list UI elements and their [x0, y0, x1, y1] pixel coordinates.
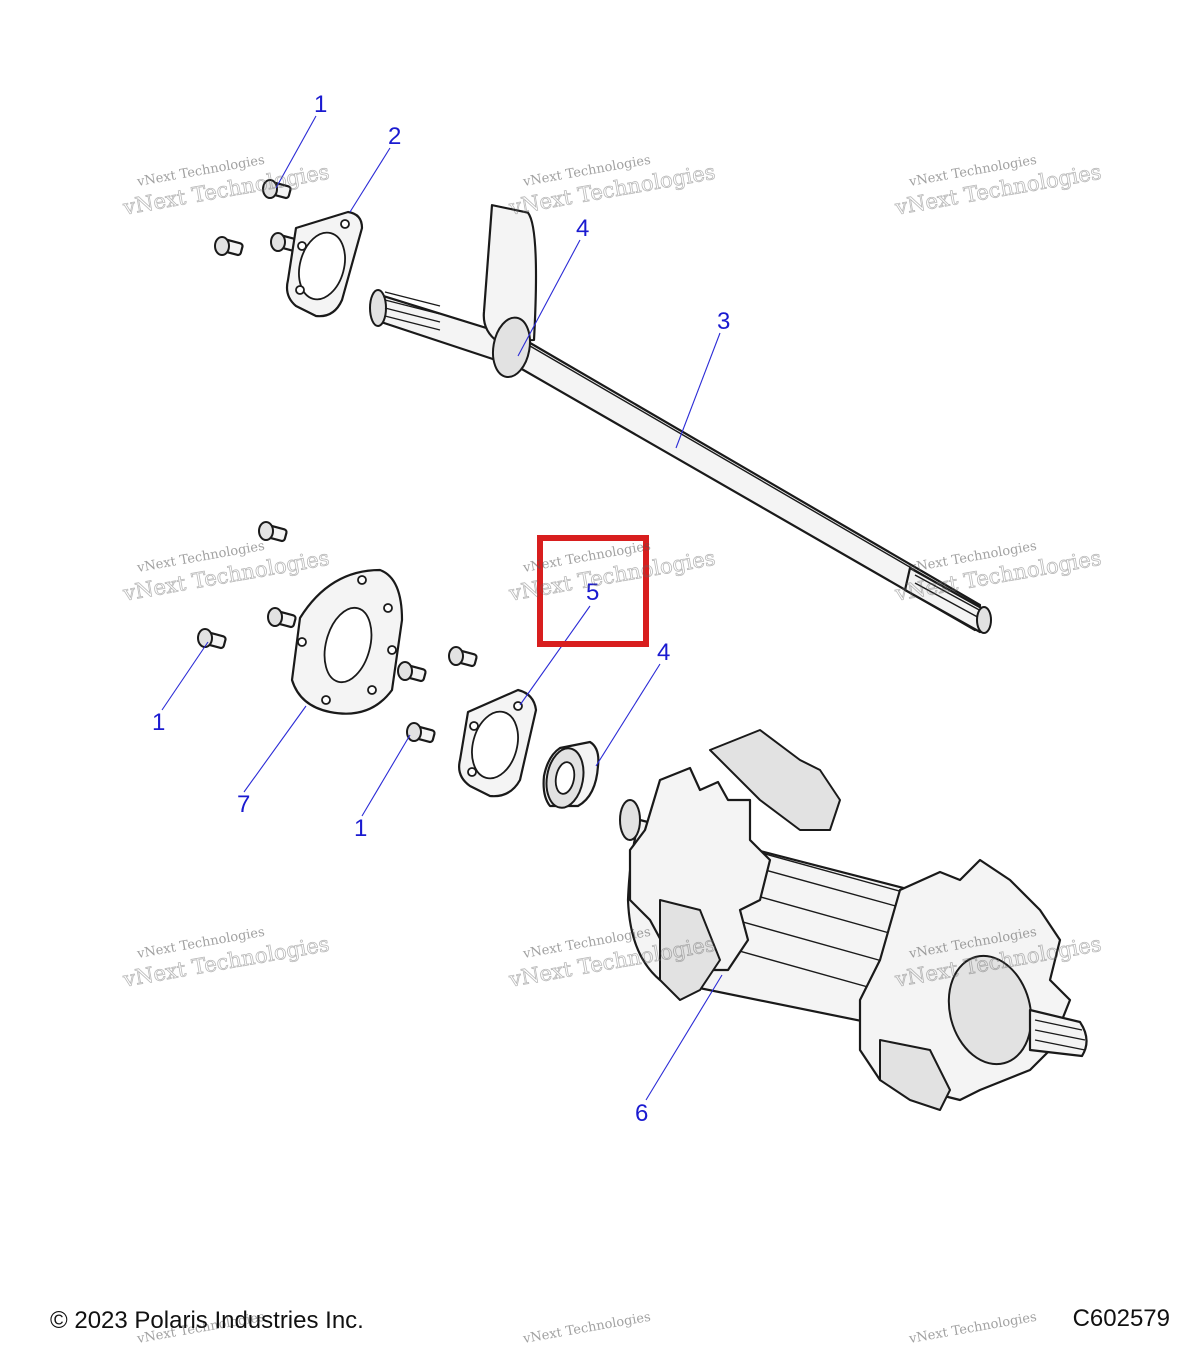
bolt-lower-2 [267, 607, 297, 629]
bolt-mid-2 [397, 661, 427, 683]
mounting-plate [290, 568, 404, 715]
watermark-2: vNext Technologies vNext Technologies [506, 153, 717, 220]
bolt-lower-1 [258, 521, 288, 543]
leader-1a [275, 115, 317, 189]
bolt-mid-3 [406, 722, 436, 744]
watermark-12: vNext Technologies [907, 1310, 1038, 1347]
callout-3: 3 [717, 308, 730, 335]
bearing-lower [542, 740, 600, 809]
leader-1c [361, 734, 411, 817]
leader-1b [161, 641, 209, 711]
watermark-1: vNext Technologies vNext Technologies [120, 153, 331, 220]
leader-4b [595, 663, 661, 767]
callout-5: 5 [586, 579, 599, 606]
callout-1: 1 [314, 91, 327, 118]
callout-1-mid: 1 [354, 815, 367, 842]
highlight-box [537, 535, 649, 647]
bearing-upper [482, 204, 538, 379]
watermark-6: vNext Technologies vNext Technologies [892, 539, 1103, 606]
svg-text:vNext Technologies: vNext Technologies [521, 1310, 652, 1347]
bolt-top-2 [214, 236, 244, 257]
svg-text:vNext Technologies: vNext Technologies [907, 1310, 1038, 1347]
leader-4a [517, 239, 581, 357]
drive-axle-sprocket [619, 729, 1088, 1111]
callout-2: 2 [388, 123, 401, 150]
watermark-3: vNext Technologies vNext Technologies [892, 153, 1103, 220]
figure-code: C602579 [1072, 1305, 1170, 1332]
leader-2 [349, 147, 391, 213]
callout-4-lower: 4 [657, 639, 670, 666]
callout-7: 7 [237, 791, 250, 818]
bolt-top-1 [262, 179, 292, 200]
bolt-mid-1 [448, 646, 478, 668]
leader-6 [645, 974, 723, 1101]
leader-7 [243, 705, 307, 793]
callout-4: 4 [576, 215, 589, 242]
bearing-flange-top [285, 210, 364, 318]
watermark-4: vNext Technologies vNext Technologies [120, 539, 331, 606]
drive-shaft [369, 289, 992, 634]
leader-5 [519, 605, 591, 706]
bearing-flange-lower [458, 688, 538, 798]
callout-1-left: 1 [152, 709, 165, 736]
bolt-lower-3 [197, 628, 227, 650]
watermark-11: vNext Technologies [521, 1310, 652, 1347]
callout-6: 6 [635, 1100, 648, 1127]
watermark-7: vNext Technologies vNext Technologies [120, 925, 331, 992]
copyright-text: © 2023 Polaris Industries Inc. [50, 1307, 364, 1334]
leader-3 [675, 332, 721, 449]
